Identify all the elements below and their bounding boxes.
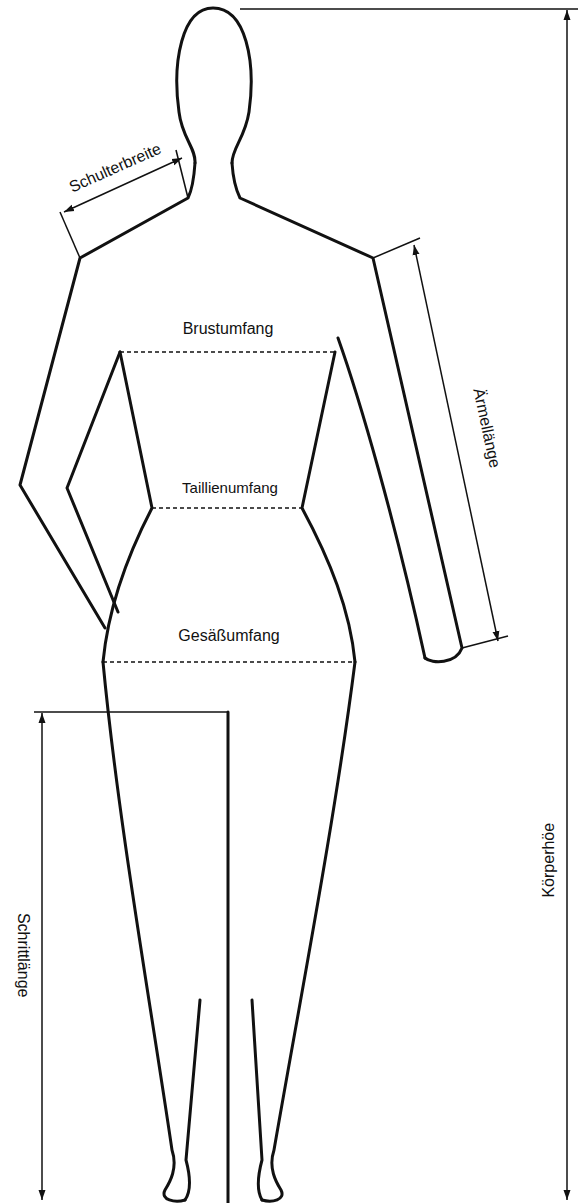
waist-line [152, 507, 302, 509]
shoulder-extension-inner [176, 150, 188, 198]
right-inner-arm [338, 338, 425, 658]
waist-label: Taillienumfang [180, 479, 280, 496]
head-outline [177, 8, 251, 163]
left-torso [103, 352, 152, 662]
sleeve-length-label: Ärmellänge [468, 385, 504, 472]
left-leg [103, 662, 185, 1201]
left-shoulder-arm [20, 163, 195, 628]
height-label: Körperhöe [540, 821, 558, 900]
right-foot [252, 1000, 262, 1200]
bust-label: Brustumfang [181, 320, 276, 338]
left-foot [185, 1000, 200, 1200]
hip-line [103, 661, 355, 663]
height-top-extension [240, 8, 578, 10]
sleeve-extension-bottom [462, 636, 508, 648]
shoulder-extension-outer [60, 212, 80, 258]
inseam-label: Schrittlänge [14, 911, 32, 1000]
sleeve-extension-top [373, 238, 420, 258]
right-leg [262, 662, 355, 1201]
inseam-dimension [41, 713, 43, 1200]
inseam-top-extension [34, 711, 228, 713]
height-dimension [566, 10, 568, 1200]
inseam-line [227, 712, 230, 1203]
hip-label: Gesäßumfang [176, 627, 281, 645]
bust-line [120, 351, 335, 353]
right-shoulder-arm [232, 163, 462, 662]
right-torso [302, 352, 355, 662]
left-inner-arm [67, 352, 120, 612]
